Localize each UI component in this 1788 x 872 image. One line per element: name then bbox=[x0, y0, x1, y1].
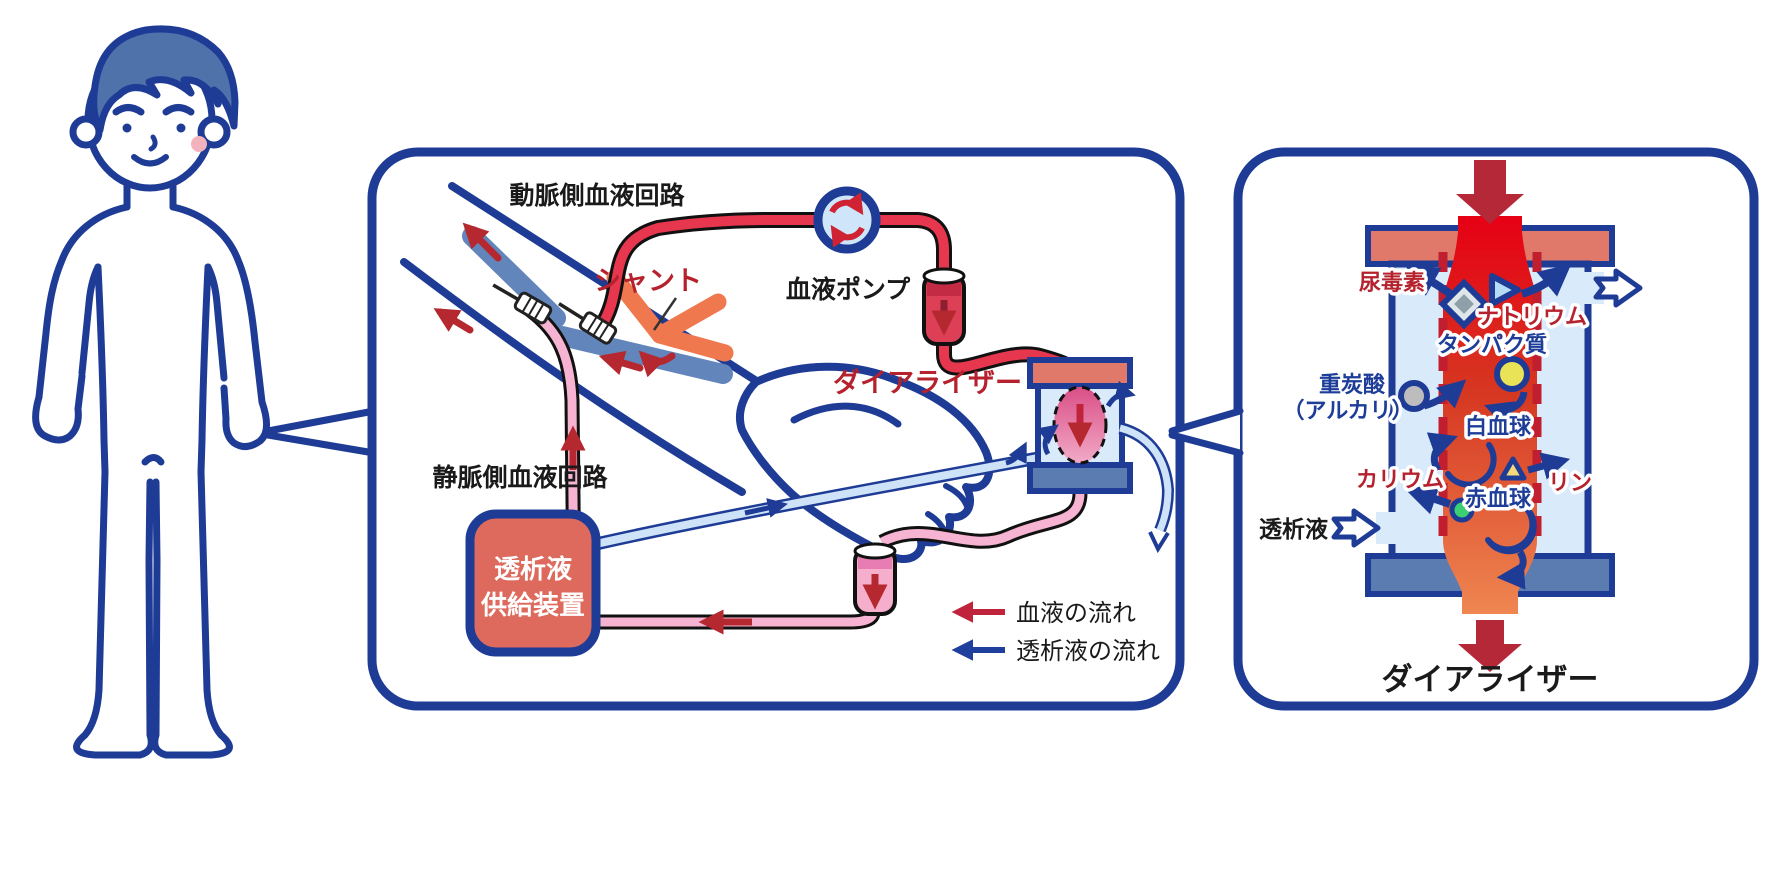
dialysate-inlet-arrow bbox=[1331, 508, 1381, 548]
sodium-label: ナトリウム bbox=[1477, 305, 1587, 330]
protein-label: タンパク質 bbox=[1437, 333, 1547, 358]
phosphorus-label: リン bbox=[1548, 471, 1592, 496]
arterial-line-label: 動脈側血液回路 bbox=[509, 181, 685, 210]
red-blood-cell-group bbox=[1485, 506, 1537, 590]
protein-group bbox=[1484, 356, 1530, 428]
blood-inflow-arrow bbox=[1456, 160, 1524, 224]
flow-legend: 血液の流れ 透析液の流れ bbox=[951, 599, 1160, 665]
bicarbonate-label-2: （アルカリ） bbox=[1282, 399, 1413, 424]
shunt-pointer-line bbox=[652, 297, 678, 331]
blood-pump-label: 血液ポンプ bbox=[786, 275, 911, 304]
patient-cheek bbox=[191, 136, 207, 152]
uremic-toxin-label: 尿毒素 bbox=[1359, 270, 1425, 296]
venous-needle bbox=[492, 283, 553, 325]
dialyzer-panel: 尿毒素 ナトリウム タンパク質 重炭酸 （アルカリ） 白血球 カリウム リン 赤… bbox=[1233, 147, 1759, 711]
venous-drip-chamber bbox=[853, 542, 897, 616]
dialysate-outlet-arrow bbox=[1593, 268, 1643, 308]
arm-flow-arrows bbox=[433, 222, 676, 378]
dialyzer-panel-title: ダイアライザー bbox=[1382, 662, 1599, 698]
patient-illustration bbox=[32, 25, 270, 759]
uremic-toxin-group bbox=[1405, 266, 1490, 330]
supply-device-label-1: 透析液 bbox=[494, 555, 572, 585]
patient-hair bbox=[90, 25, 239, 134]
blood-outflow-arrow bbox=[1458, 620, 1522, 672]
shunt-label: シャント bbox=[594, 266, 702, 297]
potassium-group bbox=[1404, 483, 1475, 523]
arterial-drip-chamber bbox=[922, 267, 966, 346]
white-blood-cell-label: 白血球 bbox=[1465, 414, 1532, 440]
venous-line-label: 静脈側血液回路 bbox=[432, 463, 608, 492]
legend-blood-flow: 血液の流れ bbox=[1016, 599, 1136, 627]
arterial-needle bbox=[558, 302, 618, 345]
dialysate-label: 透析液 bbox=[1259, 516, 1328, 543]
potassium-label: カリウム bbox=[1356, 468, 1444, 493]
white-blood-cell-group bbox=[1426, 432, 1497, 488]
legend-dialysate-flow: 透析液の流れ bbox=[1016, 637, 1160, 665]
supply-device-label-2: 供給装置 bbox=[480, 590, 585, 621]
red-blood-cell-label: 赤血球 bbox=[1465, 486, 1532, 512]
phosphorus-group bbox=[1499, 452, 1571, 481]
dialysate-supply-device: 透析液 供給装置 bbox=[465, 509, 601, 657]
bicarbonate-label-1: 重炭酸 bbox=[1319, 372, 1386, 398]
callout-panel-to-dialyzer bbox=[1168, 407, 1244, 457]
dialysate-tube-supply bbox=[594, 441, 1040, 551]
dialysate-tube-drain bbox=[1118, 422, 1175, 554]
dialyzer-small bbox=[1027, 357, 1136, 494]
blood-pump-icon bbox=[813, 186, 881, 254]
callout-patient-to-panel bbox=[264, 407, 378, 457]
dialyzer-small-label: ダイアライザー bbox=[833, 367, 1022, 399]
sodium-group bbox=[1489, 263, 1572, 307]
circuit-panel: 透析液 供給装置 動脈側血液回路 シャント 血液ポンプ ダイアライザー 静脈側血… bbox=[367, 147, 1185, 711]
bicarbonate-group bbox=[1398, 379, 1467, 412]
